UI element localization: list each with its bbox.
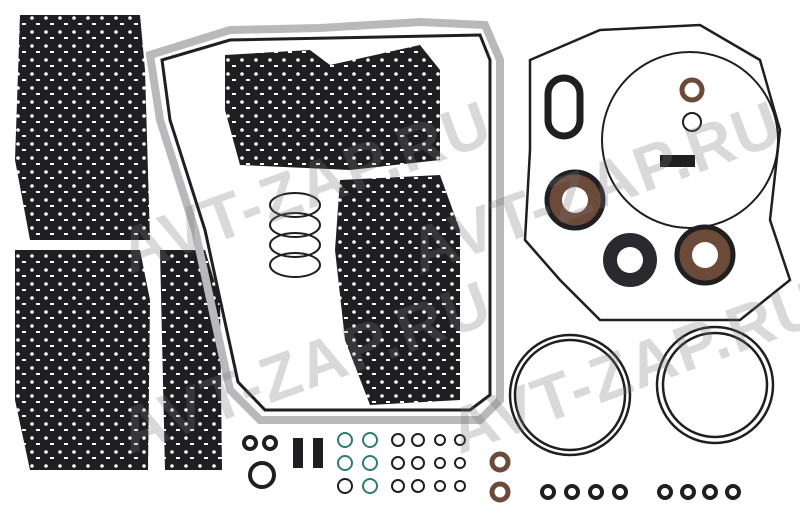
pan-gasket-steel bbox=[145, 17, 504, 424]
valve-body-gasket-top bbox=[225, 45, 440, 170]
small-o-ring bbox=[682, 112, 702, 132]
large-o-rings bbox=[508, 325, 775, 457]
pan-gasket-rubber bbox=[160, 33, 492, 412]
small-seal-brown bbox=[679, 77, 705, 103]
small-o-rings bbox=[242, 432, 741, 503]
oval-seal bbox=[544, 74, 584, 140]
valve-body-gasket-center bbox=[335, 175, 460, 405]
separator-plate-bottom-left bbox=[15, 250, 150, 470]
narrow-valve-gasket bbox=[160, 250, 222, 470]
large-o-ring bbox=[601, 51, 779, 229]
piston-rings bbox=[269, 192, 321, 278]
solenoid-connector bbox=[660, 155, 695, 167]
separator-plate-top-left bbox=[15, 15, 150, 240]
cover-gasket bbox=[523, 23, 792, 322]
